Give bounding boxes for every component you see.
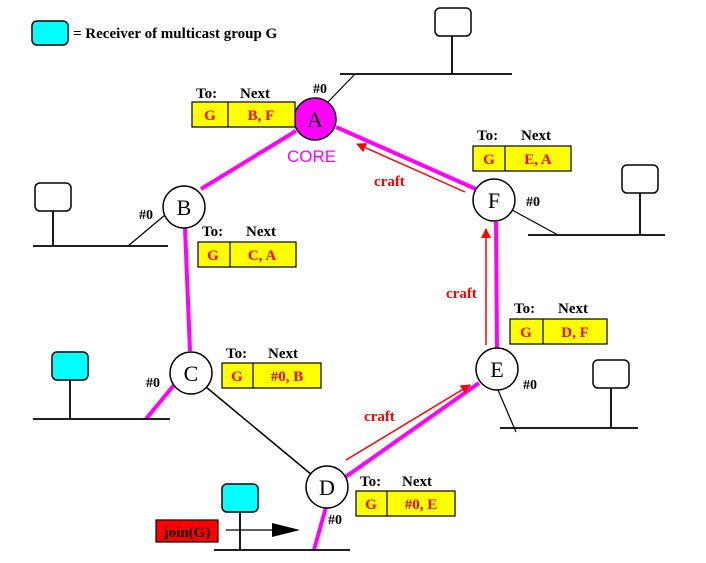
port-labels: #0 #0 #0 #0 #0 #0 bbox=[139, 82, 540, 528]
table-d-to: G bbox=[365, 497, 377, 513]
router-a-label: A bbox=[307, 107, 323, 132]
core-label: CORE bbox=[287, 147, 336, 166]
table-a-header-to: To: bbox=[196, 86, 217, 102]
host-e bbox=[592, 359, 630, 389]
lan-f-link bbox=[511, 209, 559, 236]
router-f: F bbox=[472, 178, 516, 222]
router-b: B bbox=[162, 185, 206, 229]
table-b: To: Next G C, A bbox=[197, 224, 297, 268]
table-b-header-to: To: bbox=[202, 224, 223, 240]
host-b bbox=[34, 182, 72, 212]
craft-label-d-e: craft bbox=[364, 409, 395, 425]
legend-receiver-box bbox=[31, 20, 69, 46]
table-a: To: Next G B, F bbox=[191, 86, 296, 128]
lan-segments bbox=[33, 7, 665, 551]
table-d-header-next: Next bbox=[402, 474, 432, 490]
join-box bbox=[155, 519, 219, 543]
craft-arrow-f-a bbox=[356, 143, 466, 193]
table-c-header-to: To: bbox=[226, 346, 247, 362]
routers: A CORE B C D E F bbox=[162, 97, 519, 509]
table-f: To: Next G E, A bbox=[472, 128, 572, 172]
table-d-header-to: To: bbox=[360, 474, 381, 490]
router-d: D bbox=[305, 465, 349, 509]
port-label-f: #0 bbox=[526, 195, 540, 210]
host-f bbox=[621, 164, 659, 194]
craft-label-f-a: craft bbox=[374, 174, 405, 190]
table-c-next: #0, B bbox=[271, 369, 304, 385]
router-e: E bbox=[475, 347, 519, 391]
router-c-label: C bbox=[184, 361, 199, 386]
router-f-circle bbox=[472, 178, 516, 222]
join-arrowhead bbox=[272, 523, 300, 537]
table-d-next: #0, E bbox=[405, 497, 438, 513]
table-c-header-next: Next bbox=[268, 346, 298, 362]
table-e: To: Next G D, F bbox=[509, 301, 608, 345]
table-c-box bbox=[221, 362, 322, 389]
link-b-c bbox=[183, 227, 192, 352]
table-b-to: G bbox=[207, 248, 219, 264]
port-label-b: #0 bbox=[139, 208, 153, 223]
table-c: To: Next G #0, B bbox=[221, 346, 322, 389]
host-a bbox=[434, 7, 472, 37]
router-f-label: F bbox=[488, 188, 500, 213]
table-b-box bbox=[197, 241, 297, 268]
table-e-to: G bbox=[520, 325, 532, 341]
table-a-to: G bbox=[204, 108, 216, 124]
table-f-header-next: Next bbox=[521, 128, 551, 144]
craft-label-e-f: craft bbox=[446, 286, 477, 302]
table-c-to: G bbox=[231, 369, 243, 385]
lan-c-link bbox=[144, 383, 176, 421]
router-b-circle bbox=[162, 185, 206, 229]
table-b-header-next: Next bbox=[246, 224, 276, 240]
legend-text: = Receiver of multicast group G bbox=[73, 26, 278, 42]
lan-e-link bbox=[497, 389, 517, 433]
router-d-label: D bbox=[319, 475, 335, 500]
router-e-circle bbox=[475, 347, 519, 391]
port-label-e: #0 bbox=[523, 378, 537, 393]
table-e-next: D, F bbox=[561, 325, 589, 341]
link-e-f bbox=[494, 221, 499, 349]
table-a-box bbox=[191, 101, 296, 128]
link-c-d bbox=[205, 386, 313, 476]
table-d-box bbox=[355, 490, 456, 517]
table-e-header-next: Next bbox=[558, 301, 588, 317]
port-label-c: #0 bbox=[146, 376, 160, 391]
join-label: join(G) bbox=[163, 525, 211, 541]
lan-a-link bbox=[327, 73, 356, 103]
table-a-next: B, F bbox=[248, 108, 275, 124]
routing-tables: To: Next G B, F To: Next G C, A To: Next… bbox=[191, 86, 608, 517]
router-b-label: B bbox=[177, 195, 192, 220]
port-label-d: #0 bbox=[328, 513, 342, 528]
link-a-b bbox=[199, 129, 298, 191]
table-b-next: C, A bbox=[248, 248, 277, 264]
lan-d-link bbox=[312, 506, 328, 551]
table-f-box bbox=[472, 145, 572, 172]
link-f-a bbox=[335, 125, 479, 192]
craft-arrows: craft craft craft bbox=[345, 143, 491, 461]
table-a-header-next: Next bbox=[240, 86, 270, 102]
link-d-e bbox=[342, 381, 481, 480]
table-e-box bbox=[509, 318, 608, 345]
table-f-to: G bbox=[483, 152, 495, 168]
router-links bbox=[183, 125, 499, 480]
port-label-a: #0 bbox=[313, 82, 327, 97]
router-d-circle bbox=[305, 465, 349, 509]
table-f-header-to: To: bbox=[477, 128, 498, 144]
router-e-label: E bbox=[490, 357, 503, 382]
router-c: C bbox=[169, 351, 213, 395]
lan-b-link bbox=[127, 214, 166, 247]
table-d: To: Next G #0, E bbox=[355, 474, 456, 517]
host-c-receiver bbox=[51, 351, 89, 381]
craft-arrow-d-e bbox=[345, 384, 471, 461]
router-c-circle bbox=[169, 351, 213, 395]
join-message: join(G) bbox=[155, 519, 300, 543]
table-f-next: E, A bbox=[524, 152, 552, 168]
legend: = Receiver of multicast group G bbox=[31, 20, 278, 46]
router-a: A bbox=[293, 97, 337, 141]
table-e-header-to: To: bbox=[514, 301, 535, 317]
host-d-receiver bbox=[221, 483, 259, 513]
